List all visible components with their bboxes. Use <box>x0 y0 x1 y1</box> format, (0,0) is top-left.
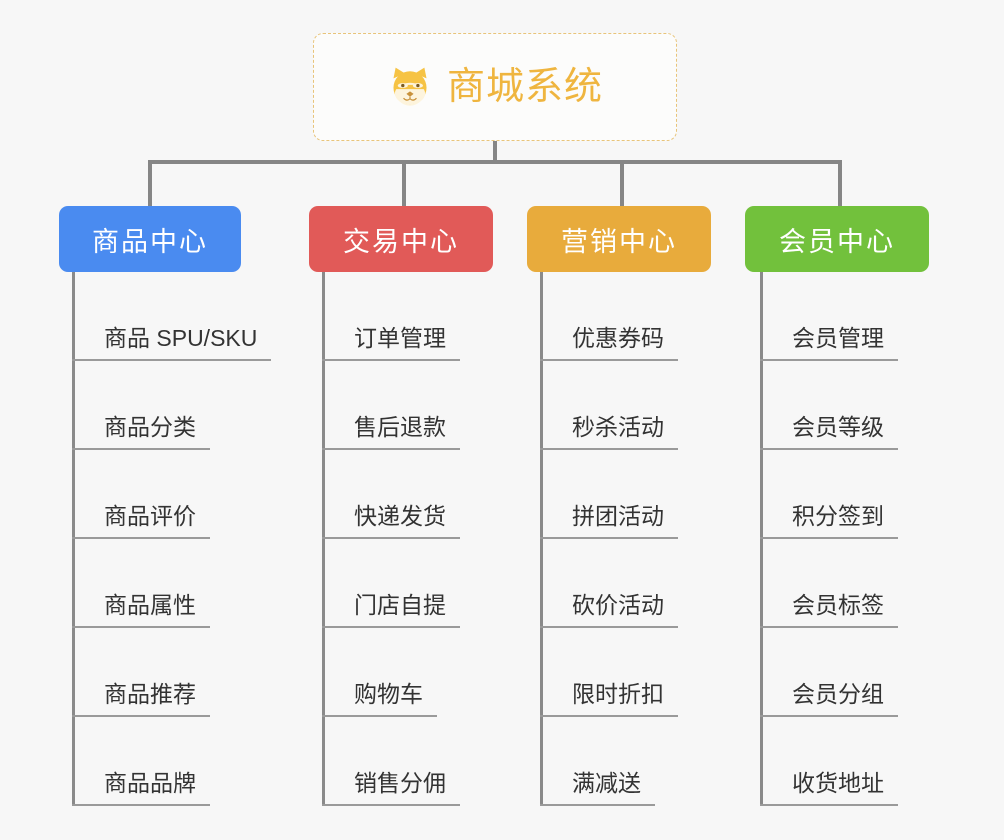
leaf-underline <box>760 626 898 628</box>
leaf-item[interactable]: 满减送 <box>540 717 655 806</box>
leaf-underline <box>72 804 210 806</box>
category-label: 营销中心 <box>561 226 677 257</box>
leaf-item-label: 门店自提 <box>354 591 446 618</box>
leaf-item[interactable]: 限时折扣 <box>540 628 678 717</box>
leaf-item[interactable]: 收货地址 <box>760 717 898 806</box>
connector-drop-1 <box>148 160 152 208</box>
category-box-4[interactable]: 会员中心 <box>745 206 929 272</box>
leaf-item[interactable]: 商品评价 <box>72 450 210 539</box>
leaf-item-label: 会员管理 <box>792 324 884 351</box>
leaf-item[interactable]: 订单管理 <box>322 272 460 361</box>
leaf-item-label: 砍价活动 <box>572 591 664 618</box>
leaf-trunk-line <box>322 272 325 806</box>
leaf-underline <box>72 537 210 539</box>
leaf-item[interactable]: 会员管理 <box>760 272 898 361</box>
leaf-underline <box>760 448 898 450</box>
leaf-underline <box>760 715 898 717</box>
leaf-item[interactable]: 商品 SPU/SKU <box>72 272 272 361</box>
category-box-2[interactable]: 交易中心 <box>309 206 493 272</box>
leaf-underline <box>72 448 210 450</box>
category-box-3[interactable]: 营销中心 <box>527 206 711 272</box>
leaf-underline <box>540 537 678 539</box>
root-title: 商城系统 <box>446 66 603 108</box>
leaf-item[interactable]: 积分签到 <box>760 450 898 539</box>
leaf-item-label: 拼团活动 <box>572 502 664 529</box>
connector-drop-2 <box>402 160 406 208</box>
leaf-underline <box>540 448 678 450</box>
connector-drop-4 <box>838 160 842 208</box>
leaf-item-label: 商品属性 <box>104 591 196 618</box>
leaf-item[interactable]: 商品属性 <box>72 539 210 628</box>
leaf-item[interactable]: 售后退款 <box>322 361 460 450</box>
leaf-item[interactable]: 商品分类 <box>72 361 210 450</box>
leaf-underline <box>322 448 460 450</box>
leaf-underline <box>760 359 898 361</box>
category-box-1[interactable]: 商品中心 <box>59 206 241 272</box>
leaf-item[interactable]: 门店自提 <box>322 539 460 628</box>
category-label: 交易中心 <box>343 226 459 257</box>
leaf-item-label: 购物车 <box>354 680 423 707</box>
leaf-item-label: 会员分组 <box>792 680 884 707</box>
leaf-item[interactable]: 会员标签 <box>760 539 898 628</box>
leaf-item-label: 秒杀活动 <box>572 413 664 440</box>
leaf-underline <box>322 804 460 806</box>
leaf-underline <box>760 804 898 806</box>
leaf-item-label: 快递发货 <box>354 502 446 529</box>
leaf-item[interactable]: 会员等级 <box>760 361 898 450</box>
connector-root-stem <box>493 141 497 163</box>
leaf-item-label: 积分签到 <box>792 502 884 529</box>
leaf-underline <box>72 626 210 628</box>
leaf-item-label: 优惠券码 <box>572 324 664 351</box>
leaf-underline <box>540 626 678 628</box>
leaf-item[interactable]: 商品品牌 <box>72 717 210 806</box>
leaf-item[interactable]: 会员分组 <box>760 628 898 717</box>
leaf-underline <box>540 715 678 717</box>
leaf-underline <box>322 537 460 539</box>
leaf-trunk-line <box>760 272 763 806</box>
leaf-item[interactable]: 购物车 <box>322 628 437 717</box>
leaf-item[interactable]: 秒杀活动 <box>540 361 678 450</box>
leaf-trunk-line <box>540 272 543 806</box>
leaf-item[interactable]: 商品推荐 <box>72 628 210 717</box>
leaf-item-label: 商品评价 <box>104 502 196 529</box>
leaf-item[interactable]: 砍价活动 <box>540 539 678 628</box>
leaf-item-label: 满减送 <box>572 769 641 796</box>
leaf-item-label: 商品 SPU/SKU <box>104 324 258 351</box>
leaf-item[interactable]: 优惠券码 <box>540 272 678 361</box>
leaf-item-label: 收货地址 <box>792 769 884 796</box>
leaf-item[interactable]: 销售分佣 <box>322 717 460 806</box>
leaf-underline <box>72 715 210 717</box>
leaf-underline <box>760 537 898 539</box>
leaf-item-label: 限时折扣 <box>572 680 664 707</box>
leaf-item-label: 订单管理 <box>354 324 446 351</box>
shiba-dog-icon <box>393 67 427 106</box>
leaf-item-label: 会员等级 <box>792 413 884 440</box>
category-label: 商品中心 <box>92 226 208 257</box>
leaf-underline <box>540 359 678 361</box>
leaf-item[interactable]: 拼团活动 <box>540 450 678 539</box>
leaf-item-label: 商品分类 <box>104 413 196 440</box>
leaf-underline <box>540 804 655 806</box>
leaf-underline <box>322 715 437 717</box>
leaf-underline <box>322 626 460 628</box>
category-label: 会员中心 <box>779 226 895 257</box>
leaf-underline <box>322 359 460 361</box>
connector-drop-3 <box>620 160 624 208</box>
leaf-trunk-line <box>72 272 75 806</box>
root-node[interactable]: 商城系统 <box>313 33 677 141</box>
leaf-item-label: 商品品牌 <box>104 769 196 796</box>
leaf-item-label: 售后退款 <box>354 413 446 440</box>
leaf-item-label: 销售分佣 <box>354 769 446 796</box>
leaf-item-label: 商品推荐 <box>104 680 196 707</box>
leaf-item[interactable]: 快递发货 <box>322 450 460 539</box>
leaf-item-label: 会员标签 <box>792 591 884 618</box>
connector-horizontal-bus <box>150 160 840 164</box>
leaf-underline <box>72 359 272 361</box>
